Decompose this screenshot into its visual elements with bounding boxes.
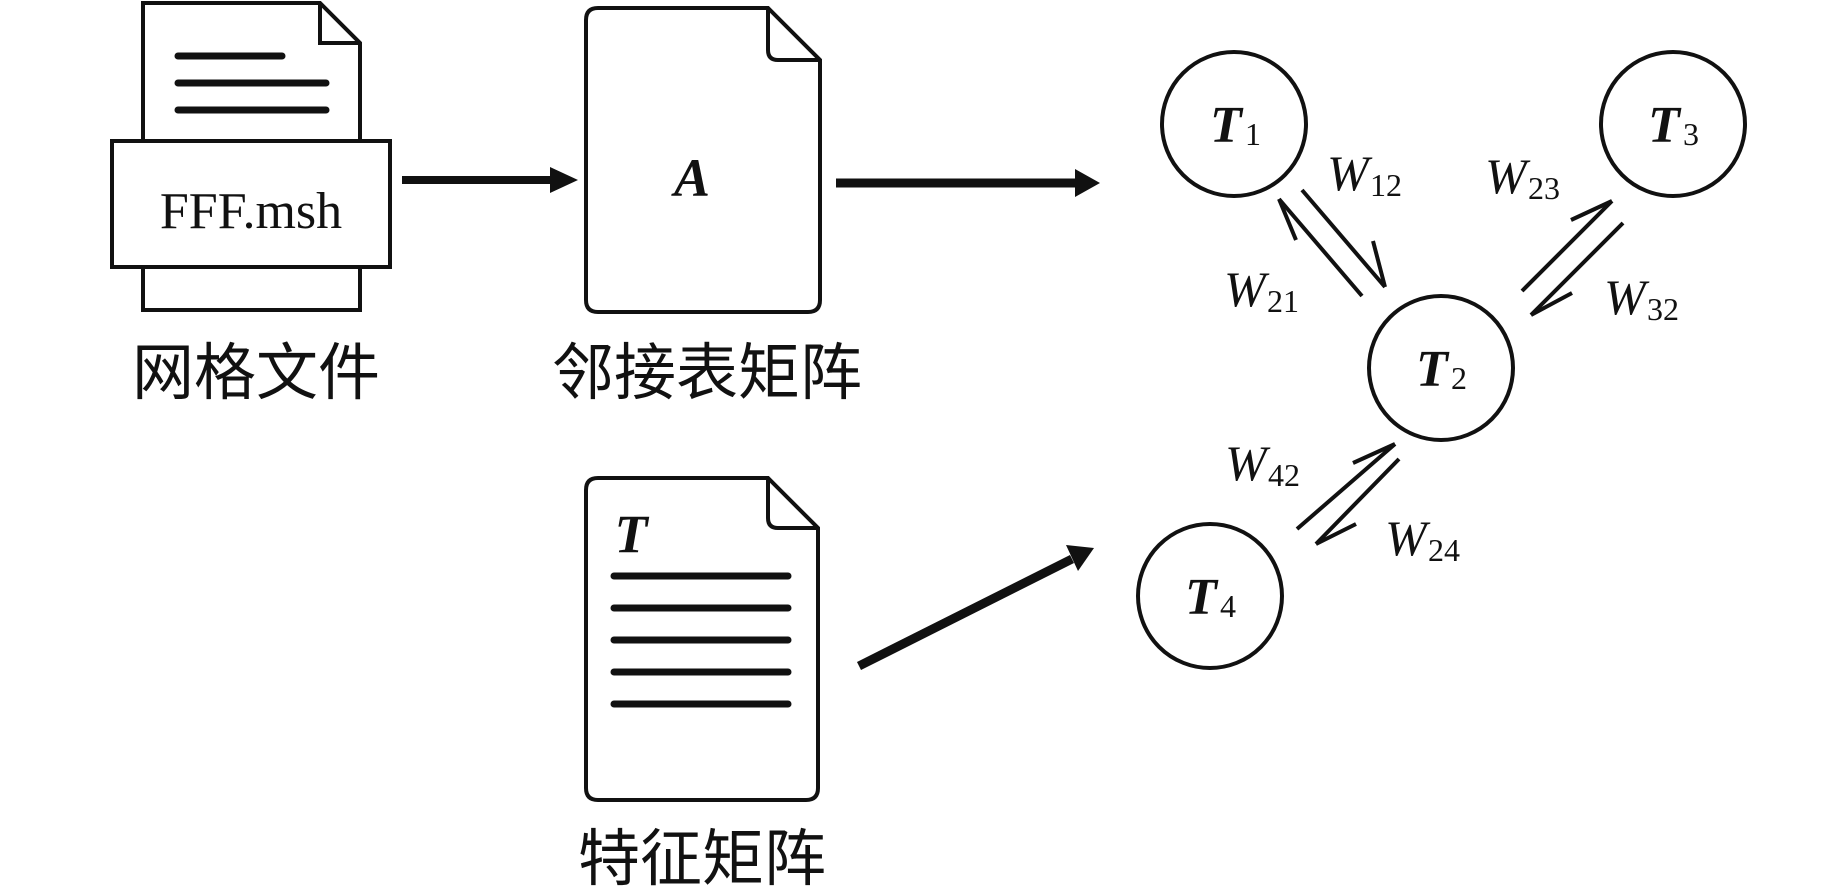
- w23-subscript: 23: [1528, 170, 1560, 206]
- arrow-feature-to-graph: [856, 545, 1094, 671]
- arrow-adjacency-to-graph: [836, 169, 1100, 197]
- w24-subscript: 24: [1428, 532, 1460, 568]
- w32-subscript: 32: [1647, 291, 1679, 327]
- w42-subscript: 42: [1268, 457, 1300, 493]
- adjacency-matrix-caption: 邻接表矩阵: [552, 336, 862, 409]
- node-t2-subscript: 2: [1451, 360, 1467, 396]
- weight-label-w32: W 32: [1604, 269, 1679, 327]
- feature-matrix-symbol: T: [615, 504, 650, 564]
- adjacency-matrix-symbol: A: [671, 148, 710, 208]
- arrow-mesh-to-adjacency: [402, 167, 578, 193]
- graph-node-t2: T 2: [1367, 294, 1515, 442]
- w42-symbol: W: [1225, 435, 1271, 491]
- w21-symbol: W: [1224, 261, 1270, 317]
- node-t2-symbol: T: [1416, 341, 1450, 398]
- graph-node-t3: T 3: [1599, 50, 1747, 198]
- w12-subscript: 12: [1370, 167, 1402, 203]
- mesh-file-name: FFF.msh: [160, 183, 342, 240]
- edge-arrows-t2-t3: [1520, 199, 1625, 317]
- feature-matrix-caption: 特征矩阵: [578, 822, 826, 890]
- w12-symbol: W: [1327, 145, 1373, 201]
- w23-symbol: W: [1485, 148, 1531, 204]
- w32-symbol: W: [1604, 269, 1650, 325]
- weight-label-w24: W 24: [1385, 510, 1460, 568]
- node-t1-subscript: 1: [1245, 116, 1261, 152]
- weight-label-w12: W 12: [1327, 145, 1402, 203]
- graph-node-t1: T 1: [1160, 50, 1308, 198]
- adjacency-matrix-icon: [584, 6, 822, 314]
- mesh-file-caption: 网格文件: [132, 336, 380, 409]
- w24-symbol: W: [1385, 510, 1431, 566]
- w21-subscript: 21: [1267, 283, 1299, 319]
- weight-label-w42: W 42: [1225, 435, 1300, 493]
- node-t3-symbol: T: [1648, 97, 1682, 154]
- weight-label-w21: W 21: [1224, 261, 1299, 319]
- edge-arrows-t4-t2: [1295, 442, 1401, 546]
- node-t3-subscript: 3: [1683, 116, 1699, 152]
- node-t1-symbol: T: [1210, 97, 1244, 154]
- mesh-file-icon: [110, 1, 392, 312]
- edge-arrows-t1-t2: [1277, 188, 1387, 298]
- weight-label-w23: W 23: [1485, 148, 1560, 206]
- node-t4-symbol: T: [1185, 569, 1219, 626]
- feature-matrix-icon: [584, 476, 820, 802]
- node-t4-subscript: 4: [1220, 588, 1236, 624]
- graph-node-t4: T 4: [1136, 522, 1284, 670]
